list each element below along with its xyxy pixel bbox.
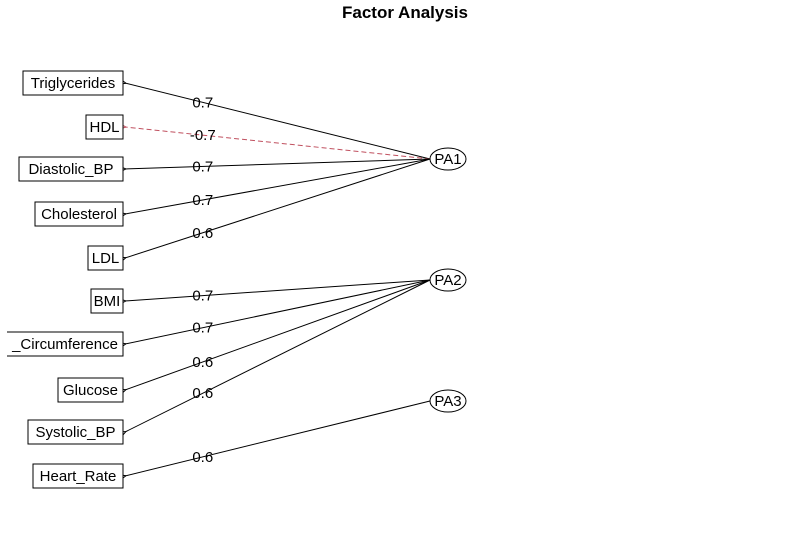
variable-box: [34, 201, 124, 227]
loading-labels: 0.7 -0.7 0.7 0.7 0.6 0.7 0.7 0.6 0.6 0.6: [190, 94, 216, 465]
variable-label: Systolic_BP: [35, 424, 115, 441]
loading-edge-pa1-triglycerides: [125, 83, 431, 160]
variable-label: LDL: [92, 250, 120, 267]
variable-label: HDL: [89, 119, 119, 136]
loading-edge-pa3-heart-rate: [125, 400, 431, 476]
loading-edge-pa1-hdl: [125, 127, 431, 160]
loading-edge-pa2-bmi: [125, 279, 431, 301]
variable-box: [7, 331, 124, 357]
variable-label: Heart_Rate: [40, 468, 117, 485]
loading-label-pa2-bmi: 0.7: [192, 288, 213, 305]
variable-label: Cholesterol: [41, 206, 117, 223]
factor-label: PA3: [434, 393, 461, 410]
variable-node-triglycerides: Triglycerides: [22, 70, 124, 96]
loading-edge-pa1-cholesterol: [125, 158, 431, 214]
loading-label-pa1-triglycerides: 0.7: [192, 94, 213, 111]
loading-edges: [125, 83, 431, 476]
loading-label-pa2-glucose: 0.6: [192, 354, 213, 371]
variable-node-bmi: BMI: [90, 288, 124, 314]
variable-node-diastolic-bp: Diastolic_BP: [18, 156, 124, 182]
variable-box: [87, 245, 124, 271]
loading-edge-pa2-systolic-bp: [125, 279, 431, 432]
loading-edge-pa2-glucose: [125, 279, 431, 390]
variable-box: [90, 288, 124, 314]
factor-label: PA2: [434, 272, 461, 289]
loading-edge-pa2-waist-circumference: [125, 279, 431, 344]
variable-node-waist-circumference: _Circumference: [7, 331, 124, 357]
variable-box: [57, 377, 124, 403]
variable-node-systolic-bp: Systolic_BP: [27, 419, 124, 445]
loading-label-pa1-ldl: 0.6: [192, 225, 213, 242]
loading-label-pa1-hdl: -0.7: [190, 127, 216, 144]
variable-box: [27, 419, 124, 445]
variable-label: Glucose: [63, 382, 118, 399]
loading-label-pa1-diastolic-bp: 0.7: [192, 158, 213, 175]
loading-label-pa2-systolic-bp: 0.6: [192, 385, 213, 402]
variable-label: _Circumference: [11, 336, 118, 353]
variable-node-ldl: LDL: [87, 245, 124, 271]
variable-node-heart-rate: Heart_Rate: [32, 463, 124, 489]
variable-box: [32, 463, 124, 489]
loading-edge-pa1-ldl: [125, 158, 431, 258]
loading-label-pa2-waist-circumference: 0.7: [192, 320, 213, 337]
factor-ellipse: [429, 268, 467, 292]
factor-node-pa1: PA1: [429, 147, 467, 171]
factor-node-pa3: PA3: [429, 389, 467, 413]
variable-node-cholesterol: Cholesterol: [34, 201, 124, 227]
variable-box: [85, 114, 124, 140]
variable-label: BMI: [94, 293, 121, 310]
loading-edge-pa1-diastolic-bp: [125, 158, 431, 169]
variable-box: [22, 70, 124, 96]
loading-label-pa3-heart-rate: 0.6: [192, 449, 213, 466]
factor-ellipse: [429, 147, 467, 171]
variable-label: Triglycerides: [31, 75, 115, 92]
factor-ellipse: [429, 389, 467, 413]
variable-node-glucose: Glucose: [57, 377, 124, 403]
factor-node-pa2: PA2: [429, 268, 467, 292]
variable-box: [18, 156, 124, 182]
diagram-title: Factor Analysis: [342, 3, 468, 22]
variable-label: Diastolic_BP: [28, 161, 113, 178]
factor-label: PA1: [434, 151, 461, 168]
loading-label-pa1-cholesterol: 0.7: [192, 192, 213, 209]
variable-node-hdl: HDL: [85, 114, 124, 140]
